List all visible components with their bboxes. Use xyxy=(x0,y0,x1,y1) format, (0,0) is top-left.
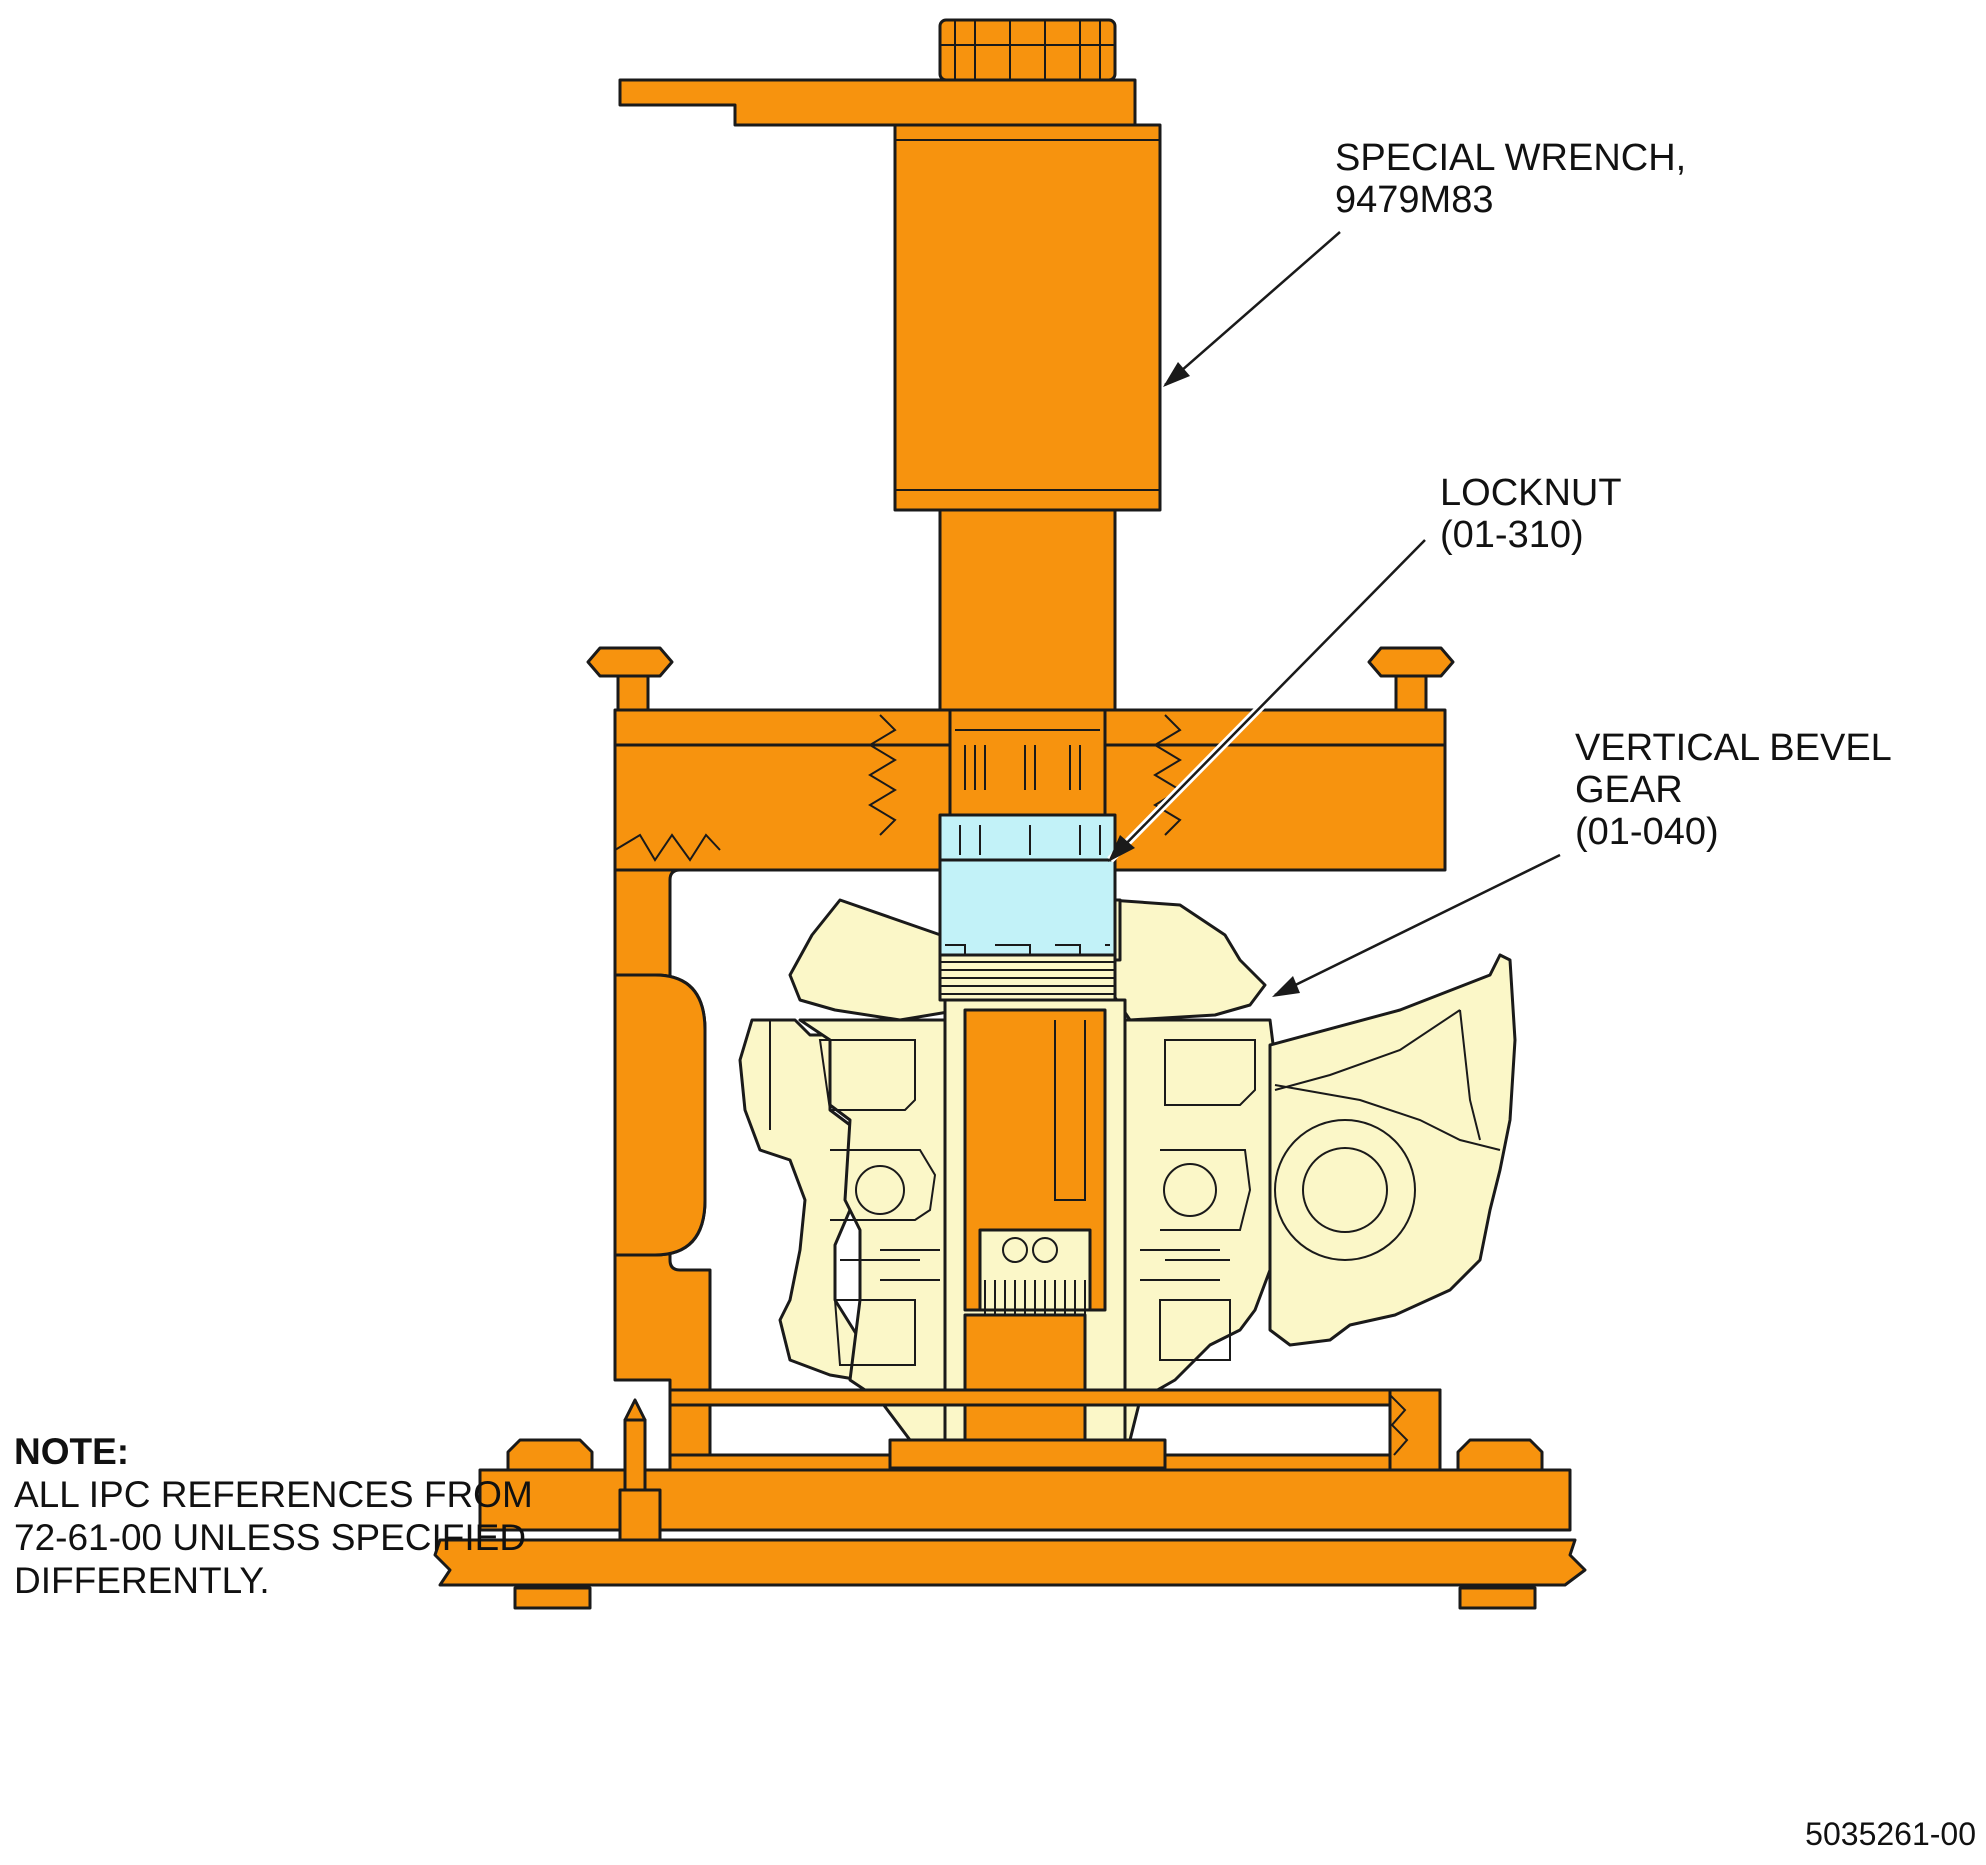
figure-number: 5035261-00 xyxy=(1805,1816,1976,1852)
callout-locknut-line2: (01-310) xyxy=(1440,514,1584,556)
callout-vertical-bevel-gear: VERTICAL BEVEL GEAR (01-040) xyxy=(1272,727,1892,997)
callout-wrench-line1: SPECIAL WRENCH, xyxy=(1335,137,1686,179)
arrowhead xyxy=(1163,362,1190,387)
callout-locknut-line1: LOCKNUT xyxy=(1440,472,1622,514)
note-title: NOTE: xyxy=(14,1431,130,1472)
spline-teeth xyxy=(984,1280,1086,1315)
note-line: DIFFERENTLY. xyxy=(14,1560,270,1601)
inner-shaft xyxy=(943,998,1127,1442)
fixture-frame xyxy=(433,646,1587,1610)
callout-gear-line3: (01-040) xyxy=(1575,811,1719,853)
note-line: ALL IPC REFERENCES FROM xyxy=(14,1474,533,1515)
arrowhead xyxy=(1108,835,1135,862)
locknut-part xyxy=(938,813,1117,1002)
special-wrench xyxy=(618,18,1162,817)
note-block: NOTE: ALL IPC REFERENCES FROM 72-61-00 U… xyxy=(14,1430,533,1602)
note-line: 72-61-00 UNLESS SPECIFIED xyxy=(14,1517,527,1558)
callout-gear-line1: VERTICAL BEVEL xyxy=(1575,727,1892,769)
arrowhead xyxy=(1272,976,1300,997)
callout-locknut: LOCKNUT (01-310) xyxy=(1107,472,1622,863)
callout-special-wrench: SPECIAL WRENCH, 9479M83 xyxy=(1163,137,1686,387)
callout-wrench-line2: 9479M83 xyxy=(1335,179,1493,221)
callout-gear-line2: GEAR xyxy=(1575,769,1683,811)
